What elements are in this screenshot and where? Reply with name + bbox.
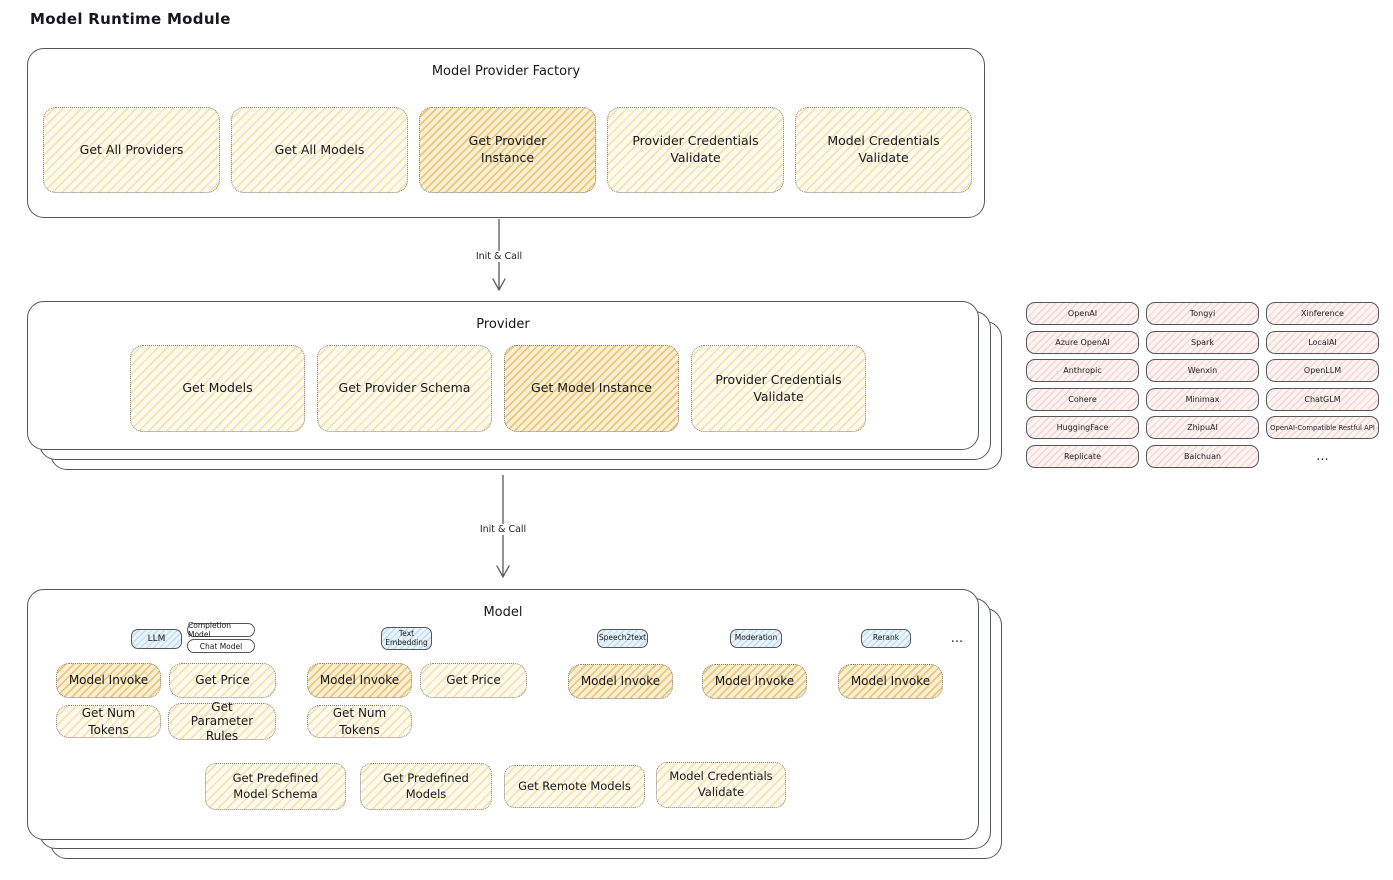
provider-chip-azure-openai: Azure OpenAI bbox=[1026, 331, 1139, 354]
provider-op-get-provider-schema: Get Provider Schema bbox=[317, 345, 492, 432]
provider-chip-minimax: Minimax bbox=[1146, 388, 1259, 411]
subtab-completion-model: Completion Model bbox=[187, 621, 255, 639]
provider-chip-openai: OpenAI bbox=[1026, 302, 1139, 325]
tab-speech2text: Speech2text bbox=[597, 629, 648, 648]
text-embedding-op-model-invoke: Model Invoke bbox=[307, 663, 412, 698]
provider-title: Provider bbox=[476, 317, 530, 332]
factory-op-model-credentials-validate: Model Credentials Validate bbox=[795, 107, 972, 193]
speech2text-op-model-invoke: Model Invoke bbox=[568, 664, 673, 699]
init-call-label-1: Init & Call bbox=[471, 251, 527, 262]
provider-chip-spark: Spark bbox=[1146, 331, 1259, 354]
llm-op-model-invoke: Model Invoke bbox=[56, 663, 161, 698]
provider-chip-chatglm: ChatGLM bbox=[1266, 388, 1379, 411]
factory-op-get-all-providers: Get All Providers bbox=[43, 107, 220, 193]
provider-chip-zhipuai: ZhipuAI bbox=[1146, 416, 1259, 439]
provider-chip-replicate: Replicate bbox=[1026, 445, 1139, 468]
common-op-model-credentials-validate: Model Credentials Validate bbox=[656, 762, 786, 808]
provider-chip-baichuan: Baichuan bbox=[1146, 445, 1259, 468]
rerank-op-model-invoke: Model Invoke bbox=[838, 664, 943, 699]
provider-chip-wenxin: Wenxin bbox=[1146, 359, 1259, 382]
provider-op-get-model-instance: Get Model Instance bbox=[504, 345, 679, 432]
llm-op-get-parameter-rules: Get Parameter Rules bbox=[168, 700, 276, 743]
provider-chip-huggingface: HuggingFace bbox=[1026, 416, 1139, 439]
factory-op-provider-credentials-validate: Provider Credentials Validate bbox=[607, 107, 784, 193]
factory-op-get-all-models: Get All Models bbox=[231, 107, 408, 193]
factory-title: Model Provider Factory bbox=[431, 64, 581, 79]
provider-chip-openllm: OpenLLM bbox=[1266, 359, 1379, 382]
init-call-label-2: Init & Call bbox=[475, 524, 531, 535]
tab-llm: LLM bbox=[131, 629, 182, 649]
tab-rerank: Rerank bbox=[861, 629, 911, 648]
provider-op-provider-credentials-validate: Provider Credentials Validate bbox=[691, 345, 866, 432]
page-title: Model Runtime Module bbox=[30, 10, 231, 28]
provider-chip-xinference: Xinference bbox=[1266, 302, 1379, 325]
text-embedding-op-get-price: Get Price bbox=[420, 663, 527, 698]
llm-op-get-price: Get Price bbox=[169, 663, 276, 698]
provider-chip-openai-compatible: OpenAI-Compatible Restful API bbox=[1266, 416, 1379, 439]
moderation-op-model-invoke: Model Invoke bbox=[702, 664, 807, 699]
provider-chip-cohere: Cohere bbox=[1026, 388, 1139, 411]
subtab-chat-model: Chat Model bbox=[187, 639, 255, 653]
provider-chip-anthropic: Anthropic bbox=[1026, 359, 1139, 382]
tab-text-embedding: Text Embedding bbox=[381, 627, 432, 650]
factory-op-get-provider-instance: Get Provider Instance bbox=[419, 107, 596, 193]
model-frame: Model bbox=[27, 589, 979, 840]
common-op-get-remote-models: Get Remote Models bbox=[504, 765, 645, 808]
llm-op-get-num-tokens: Get Num Tokens bbox=[56, 705, 161, 738]
model-tabs-more: ... bbox=[950, 630, 964, 646]
provider-list-more: ... bbox=[1316, 449, 1329, 464]
common-op-get-predefined-models: Get Predefined Models bbox=[360, 763, 492, 810]
text-embedding-op-get-num-tokens: Get Num Tokens bbox=[307, 705, 412, 738]
provider-chip-tongyi: Tongyi bbox=[1146, 302, 1259, 325]
tab-moderation: Moderation bbox=[730, 629, 782, 648]
provider-op-get-models: Get Models bbox=[130, 345, 305, 432]
provider-chip-localai: LocalAI bbox=[1266, 331, 1379, 354]
model-title: Model bbox=[483, 605, 523, 620]
common-op-get-predefined-model-schema: Get Predefined Model Schema bbox=[205, 763, 346, 810]
